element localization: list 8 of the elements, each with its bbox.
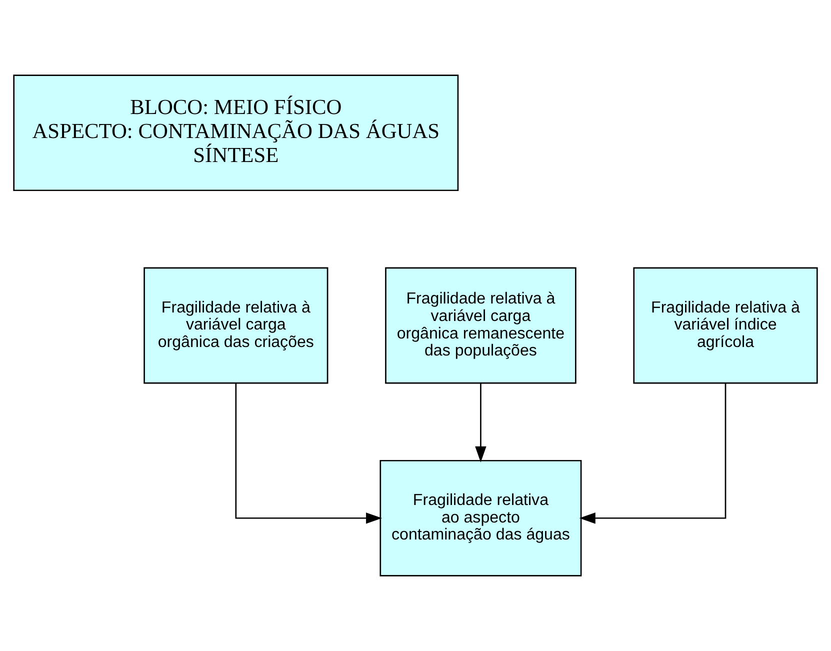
arrow [579, 383, 726, 524]
node-box: BLOCO: MEIO FÍSICO ASPECTO: CONTAMINAÇÃO DAS ÁGUAS SÍNTESE [13, 74, 459, 192]
node-box: Fragilidade relativa à variável carga orgânica das criações [144, 267, 328, 384]
node-box: Fragilidade relativa à variável índice agrícola [633, 267, 818, 384]
node-box: Fragilidade relativa ao aspecto contaminação das águas [380, 460, 582, 576]
arrow [235, 383, 382, 524]
arrow [475, 383, 486, 462]
node-box: Fragilidade relativa à variável carga orgânica remanescente das populações [385, 267, 576, 384]
